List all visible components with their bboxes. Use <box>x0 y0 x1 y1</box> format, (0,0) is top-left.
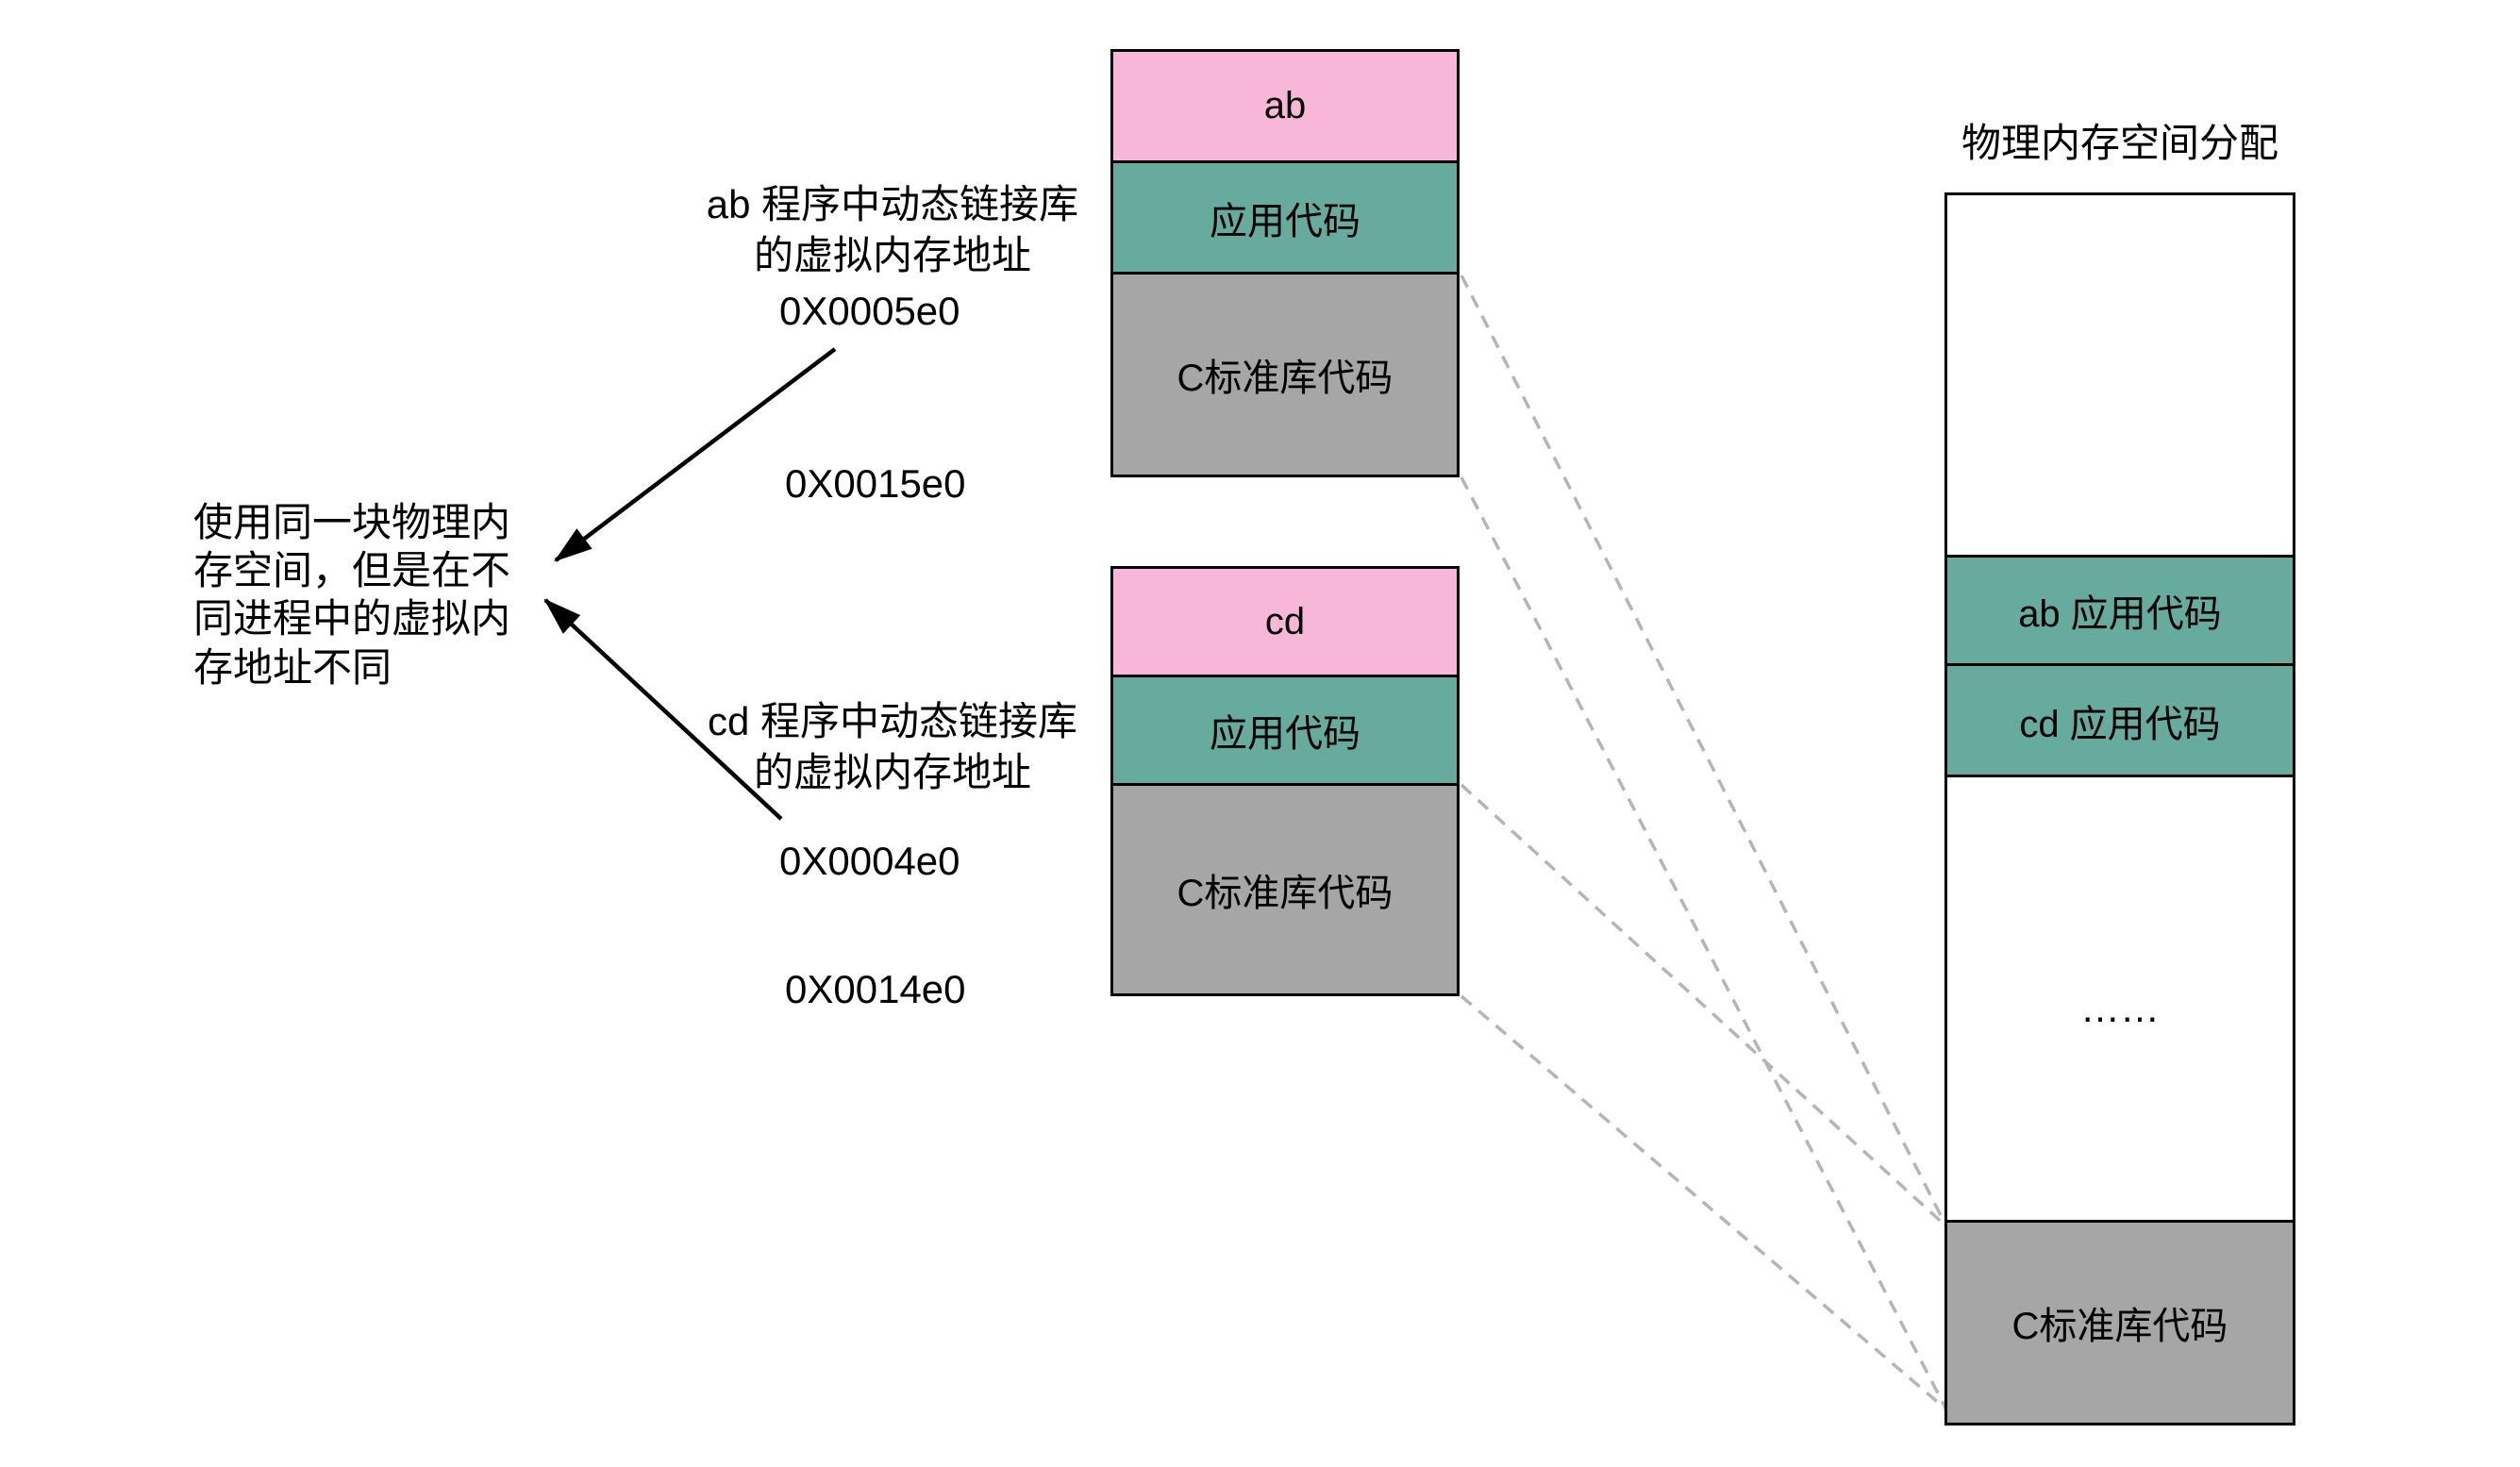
phys-ab-app-block: ab 应用代码 <box>1944 555 2295 666</box>
cd-clib-block: C标准库代码 <box>1110 783 1460 996</box>
shared-memory-note: 使用同一块物理内存空间，但是在不同进程中的虚拟内存地址不同 <box>193 500 511 690</box>
cd-addr-start: 0X0004e0 <box>779 839 960 883</box>
phys-clib-block: C标准库代码 <box>1944 1220 2295 1425</box>
phys-cd-app-block: cd 应用代码 <box>1944 663 2295 777</box>
cd-program-block: cd <box>1110 566 1460 677</box>
cd-app-code-block: 应用代码 <box>1110 675 1460 786</box>
map-line-cd-clib-bottom <box>1460 994 1948 1411</box>
map-line-ab-clib-top <box>1460 275 1948 1227</box>
cd-addr-end: 0X0014e0 <box>785 967 966 1011</box>
ab-process-stack: ab 应用代码 C标准库代码 <box>1110 49 1460 477</box>
ab-addr-start: 0X0005e0 <box>779 289 960 333</box>
cd-vaddr-caption: cd 程序中动态链接库的虚拟内存地址 <box>707 699 1078 794</box>
ab-vaddr-caption: ab 程序中动态链接库的虚拟内存地址 <box>706 182 1079 277</box>
arrow-cd-to-note <box>543 598 783 821</box>
phys-ellipsis: …… <box>2080 986 2160 1030</box>
ab-program-block: ab <box>1110 49 1460 163</box>
ab-app-code-block: 应用代码 <box>1110 160 1460 275</box>
ab-addr-end: 0X0015e0 <box>785 461 966 506</box>
physical-memory-box: ab 应用代码 cd 应用代码 …… C标准库代码 <box>1944 192 2295 1425</box>
map-line-cd-clib-top <box>1460 783 1948 1228</box>
map-line-ab-clib-bottom <box>1460 476 1948 1410</box>
cd-process-stack: cd 应用代码 C标准库代码 <box>1110 566 1460 996</box>
arrow-ab-to-note <box>554 347 837 562</box>
physical-memory-title: 物理内存空间分配 <box>1961 121 2278 165</box>
ab-clib-block: C标准库代码 <box>1110 272 1460 477</box>
